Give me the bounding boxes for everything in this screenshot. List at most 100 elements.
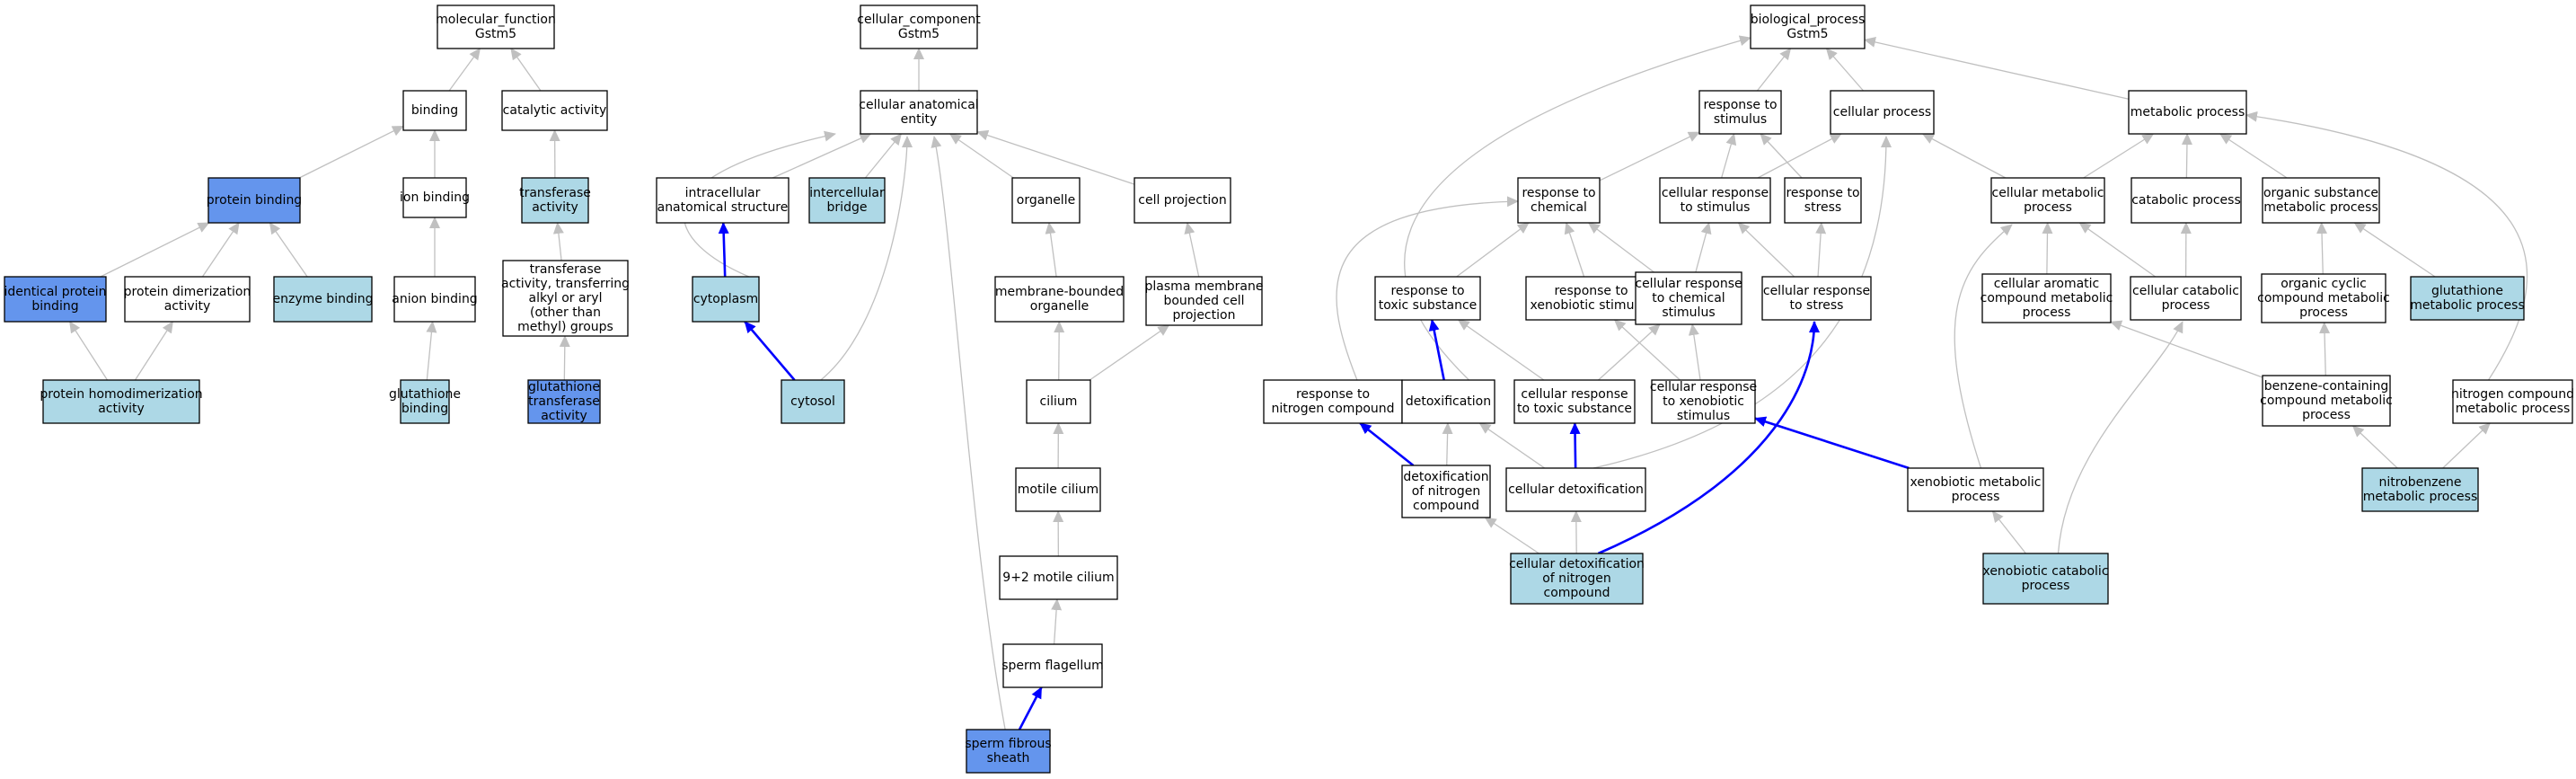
node-label: metabolic process [2263,200,2378,215]
edge-cp-to-bp [1825,48,1865,92]
node-label: benzene-containing [2264,379,2389,394]
node-cell-projection[interactable]: cell projection [1134,177,1231,224]
edge-dnc-to-rtnc [1359,421,1415,467]
node-mc92[interactable]: 9+2 motile cilium [999,555,1118,600]
edge-gst-to-transferase_alkyl [559,335,570,381]
node-flagellum[interactable]: sperm flagellum [1001,643,1104,688]
node-label: cellular catabolic [2132,284,2239,298]
node-label: compound metabolic [2257,291,2390,305]
node-catalytic[interactable]: catalytic activity [501,90,608,131]
node-cd[interactable]: cellular detoxification [1505,467,1646,512]
node-cp[interactable]: cellular process [1830,90,1935,135]
node-box [656,177,790,224]
node-label: xenobiotic catabolic [1982,564,2108,579]
node-box [1830,90,1935,135]
node-label: of nitrogen [1412,484,1481,499]
node-anion[interactable]: anion binding [392,276,478,323]
node-motile-cilium[interactable]: motile cilium [1015,467,1101,512]
node-label: glutathione [389,387,461,402]
node-label: sheath [987,751,1030,766]
node-box [1510,553,1644,605]
node-mp[interactable]: metabolic process [2128,90,2247,135]
edge-cytoplasm-to-ias [718,222,729,278]
node-label: stimulus [1677,409,1730,423]
node-box [2130,276,2242,321]
node-catp[interactable]: catabolic process [2130,177,2242,224]
edge-cell_projection-to-cae [976,129,1135,185]
edge-rtts-to-rtc [1456,222,1530,278]
node-box [781,379,845,424]
node-cytosol[interactable]: cytosol [781,379,845,424]
edge-icb-to-cae [864,133,903,179]
node-label: glutathione [2431,284,2503,298]
node-box [2128,90,2247,135]
node-binding[interactable]: binding [402,90,467,131]
node-box [4,276,107,323]
node-cilium[interactable]: cilium [1026,379,1091,424]
node-box [1981,273,2112,323]
edge-rtst-to-rts [1760,133,1803,179]
edge-osmp-to-mp [2219,133,2288,179]
edge-xcp-to-ccp [2057,321,2183,554]
node-label: Gstm5 [1786,27,1828,41]
node-label: response to [1703,98,1777,112]
node-label: cell projection [1138,193,1226,208]
node-protein-binding[interactable]: protein binding [207,177,302,224]
node-label: bounded cell [1163,294,1244,308]
edge-transferase_alkyl-to-transferase [552,222,564,261]
node-organelle[interactable]: organelle [1011,177,1081,224]
node-box [501,90,608,131]
node-label: cellular_component [857,13,981,27]
node-enzyme[interactable]: enzyme binding [272,276,374,323]
edge-rtc-to-rts [1599,131,1700,181]
node-box [1263,379,1403,424]
node-detox[interactable]: detoxification [1401,379,1495,424]
node-label: membrane-bounded [995,285,1124,299]
node-label: process [2162,298,2210,313]
node-cytoplasm[interactable]: cytoplasm [692,276,760,323]
edge-gmp-to-osmp [2353,222,2436,278]
node-ion-binding[interactable]: ion binding [400,177,470,218]
node-label: cellular metabolic [1992,186,2104,200]
